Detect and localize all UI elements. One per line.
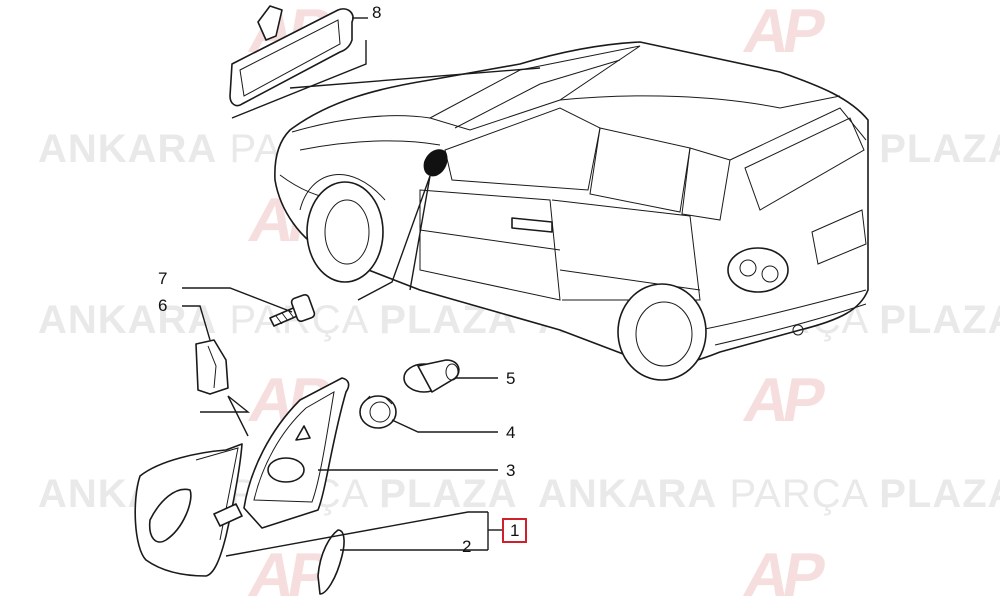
callout-7: 7 <box>158 269 168 288</box>
callout-8: 8 <box>372 3 382 22</box>
callout-5: 5 <box>506 369 516 388</box>
callout-3: 3 <box>506 461 516 480</box>
cover-part <box>195 339 229 395</box>
clip-part <box>359 395 397 429</box>
mirror-base-part <box>243 377 350 529</box>
mirror-glass-part <box>317 529 345 595</box>
grommet-part <box>403 359 460 393</box>
watermark-text: ANKARA PARÇA PLAZA <box>538 472 1000 516</box>
interior-mirror <box>229 5 354 107</box>
callout-2: 2 <box>462 537 472 556</box>
mirror-housing-part <box>134 443 243 577</box>
bolt-part <box>269 293 316 327</box>
callout-6: 6 <box>158 296 168 315</box>
callout-4: 4 <box>506 423 516 442</box>
car-illustration <box>274 41 869 381</box>
callout-1-highlighted: 1 <box>502 518 528 543</box>
